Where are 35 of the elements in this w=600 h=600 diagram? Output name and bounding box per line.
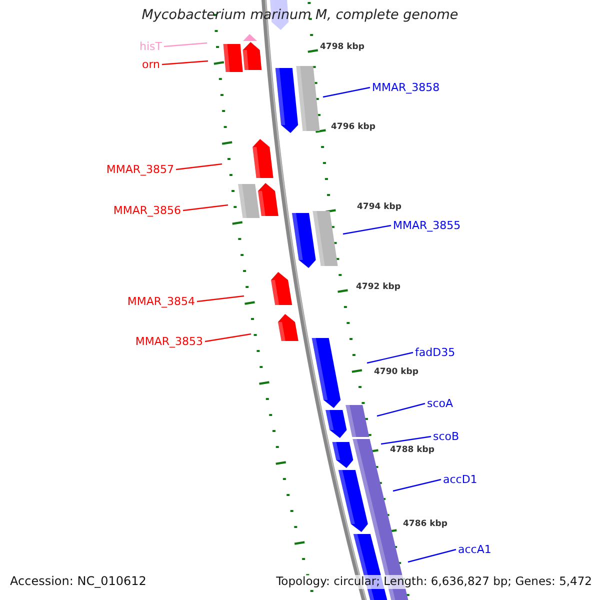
leader-line: [408, 548, 456, 563]
leader-line: [176, 163, 222, 170]
scale-label: 4796 kbp: [331, 123, 376, 132]
gene-label: scoA: [427, 398, 454, 409]
leader-line: [366, 352, 414, 364]
title: Mycobacterium marinum M, complete genome: [140, 9, 460, 22]
leader-line: [162, 60, 208, 66]
scale-label: 4798 kbp: [320, 43, 364, 52]
accession-text: Accession: NC_010612: [8, 574, 148, 588]
leader-line: [196, 295, 244, 302]
gene-label: hisT: [140, 41, 162, 52]
scale-label: 4792 kbp: [356, 283, 400, 292]
gene-label: MMAR_3858: [372, 82, 440, 93]
leader-line: [322, 86, 370, 98]
leader-line: [342, 224, 392, 235]
leader-line: [376, 402, 426, 417]
gene-label: MMAR_3856: [113, 205, 181, 216]
scale-label: 4786 kbp: [403, 520, 448, 528]
scale-label: 4794 kbp: [357, 203, 402, 212]
gene-label: scoB: [433, 431, 460, 442]
leader-line: [204, 333, 252, 342]
gene-label: MMAR_3853: [135, 336, 203, 347]
gene-label: accA1: [458, 544, 492, 555]
leader-line: [164, 42, 208, 48]
gene-label: MMAR_3857: [106, 164, 174, 175]
gene-label: MMAR_3855: [393, 220, 461, 231]
scale-label: 4790 kbp: [374, 368, 418, 376]
gene-label: orn: [142, 59, 160, 70]
gene-label: fadD35: [415, 347, 456, 358]
gene-label: accD1: [443, 474, 478, 485]
leader-line: [380, 436, 432, 445]
gene-label: MMAR_3854: [127, 296, 195, 307]
leader-line: [182, 204, 228, 212]
leader-line: [392, 478, 442, 492]
scale-label: 4788 kbp: [390, 446, 434, 454]
